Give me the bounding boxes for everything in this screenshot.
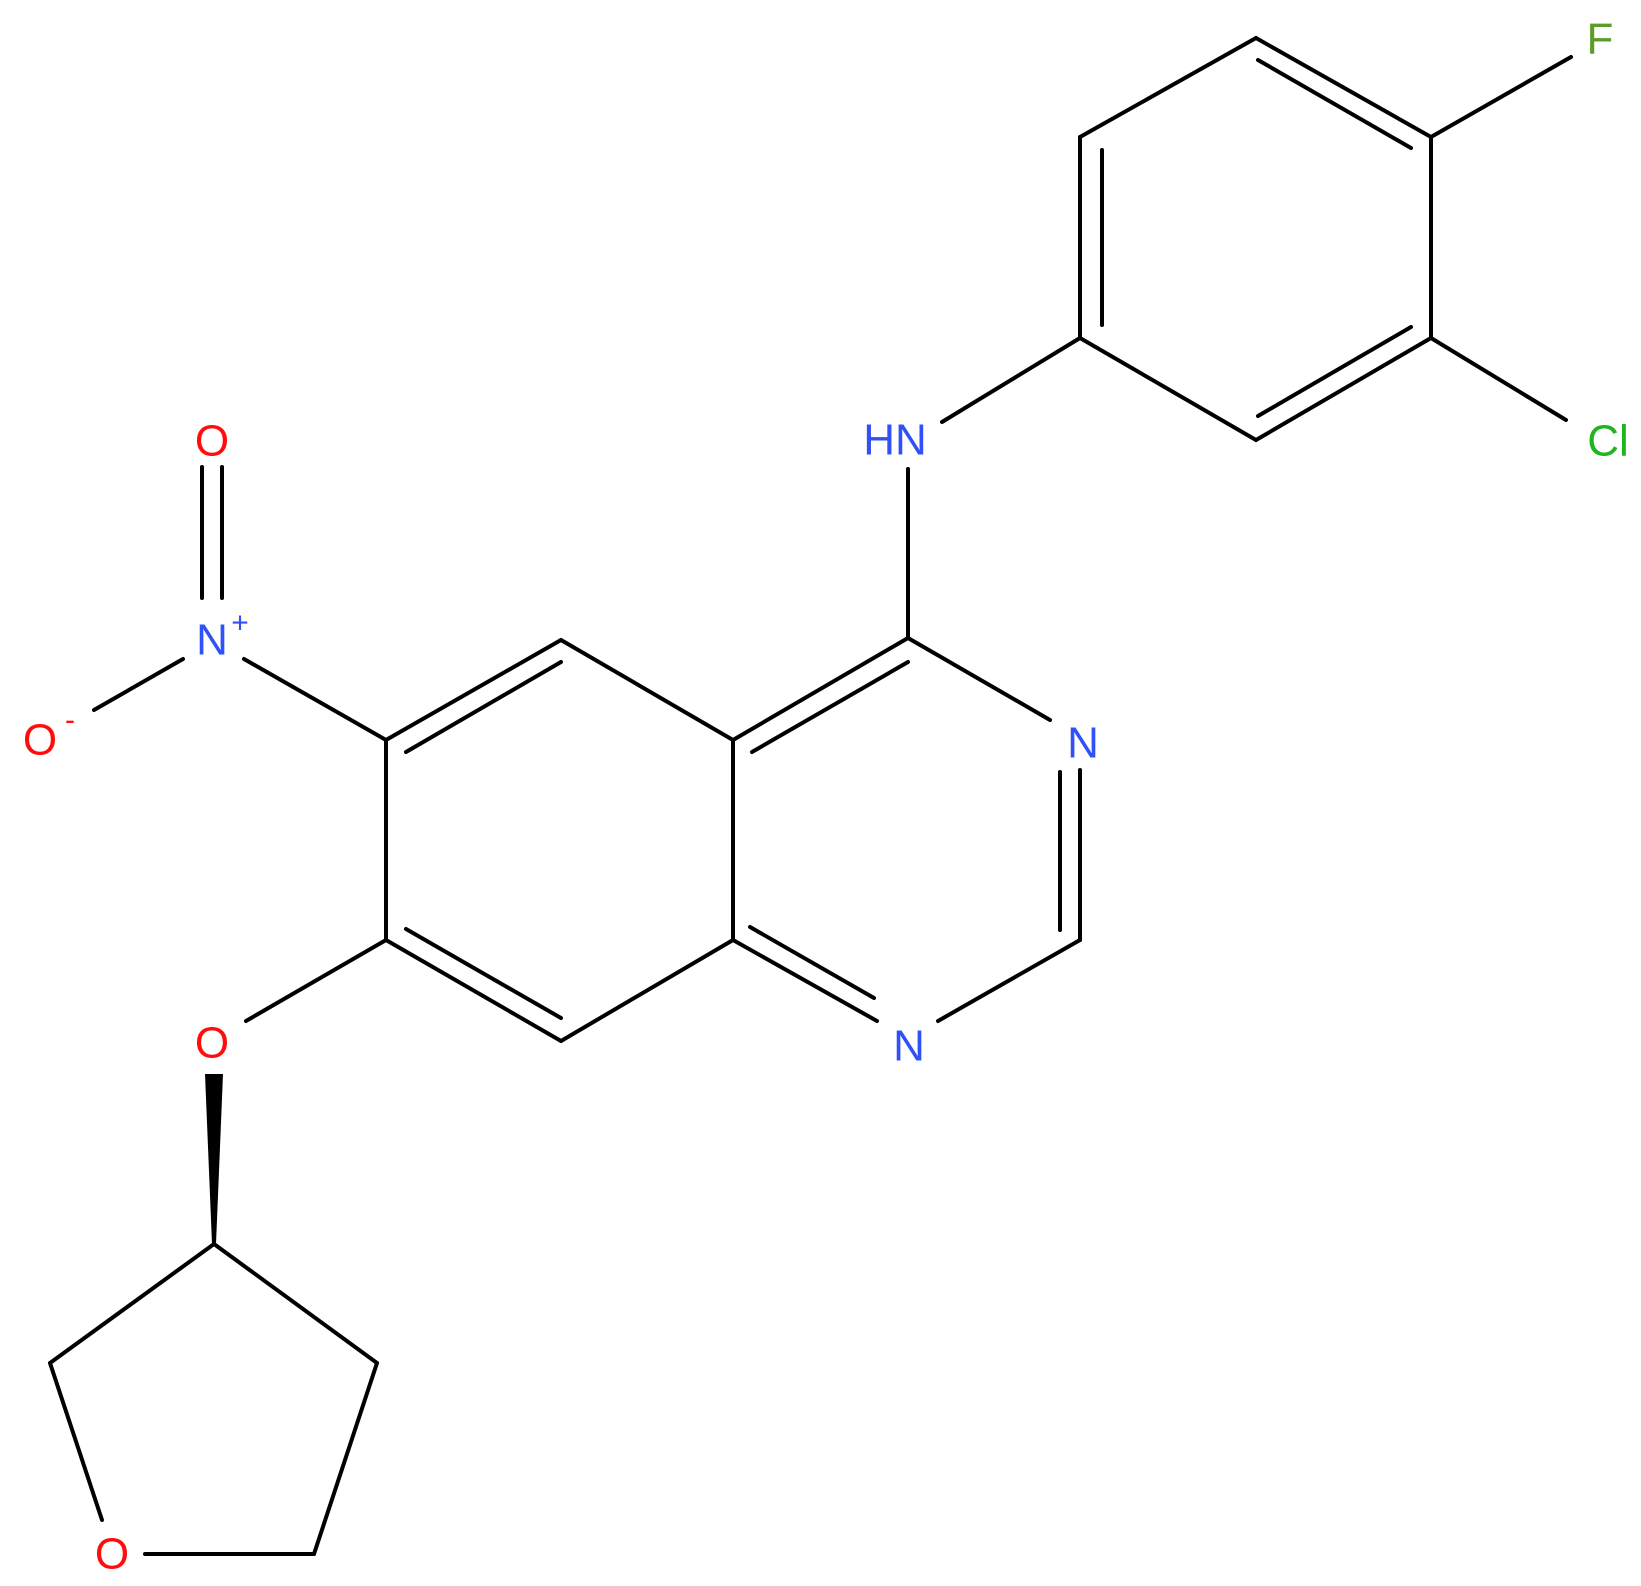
bond: [1429, 336, 1568, 422]
bond-lines: [48, 36, 1573, 1556]
bond: [1078, 336, 1258, 442]
atom-label-o-thf: O: [95, 1530, 129, 1579]
bond: [404, 660, 563, 754]
bond: [242, 657, 388, 742]
bond: [940, 336, 1082, 424]
bond: [92, 657, 185, 712]
bond: [312, 1361, 379, 1556]
atom-label-n-ring-1: N: [1067, 719, 1099, 768]
bond: [212, 1242, 379, 1365]
atom-label-nh: HN: [863, 416, 927, 465]
atom-label-n-ring-2: N: [893, 1022, 925, 1071]
bond: [1429, 55, 1573, 139]
charge-plus: +: [231, 607, 249, 640]
bond: [559, 638, 735, 742]
bond: [936, 938, 1082, 1023]
bond: [384, 638, 563, 742]
bond: [1254, 36, 1433, 139]
bond: [1078, 36, 1258, 139]
bond: [384, 938, 563, 1043]
bond: [731, 938, 879, 1023]
bond: [731, 636, 910, 742]
atom-label-o-nitro-double: O: [195, 417, 229, 466]
bond: [48, 1242, 216, 1365]
atom-label-o-ether: O: [195, 1019, 229, 1068]
atom-label-f: F: [1587, 15, 1614, 64]
atom-labels: HN N N N + O O - O O Cl F: [23, 15, 1629, 1579]
bond: [750, 660, 910, 754]
atom-label-o-nitro-single: O: [23, 716, 57, 765]
bond: [404, 927, 563, 1020]
bond: [748, 925, 876, 1000]
bond: [48, 1361, 104, 1522]
atom-label-n-nitro: N: [196, 616, 228, 665]
atom-label-cl: Cl: [1587, 417, 1629, 466]
bond: [244, 938, 388, 1023]
charge-minus: -: [65, 704, 75, 737]
wedge-bond: [205, 1074, 223, 1244]
bond: [1256, 58, 1413, 150]
bond: [1256, 325, 1413, 418]
bond: [1254, 336, 1433, 442]
bond: [559, 938, 735, 1043]
bond: [906, 636, 1052, 722]
